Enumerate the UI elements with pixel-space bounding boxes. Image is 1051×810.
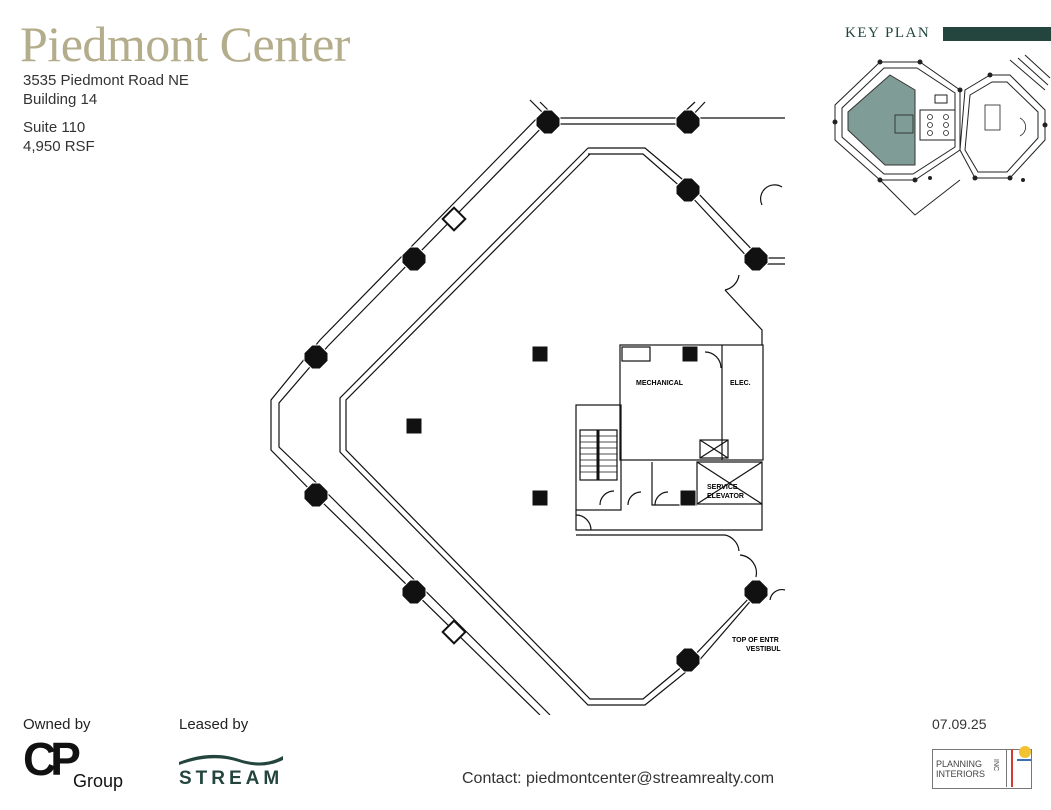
column-hollow xyxy=(441,206,467,232)
plan-date: 07.09.25 xyxy=(932,716,987,732)
column xyxy=(679,489,697,507)
owned-by-label: Owned by xyxy=(23,716,91,733)
column xyxy=(675,109,701,135)
room-label-vestibule-2: VESTIBUL xyxy=(746,646,781,653)
column xyxy=(743,579,769,605)
outer-wall-inner xyxy=(278,115,554,715)
column xyxy=(681,345,699,363)
stream-logo-wave xyxy=(179,754,283,766)
planning-interiors-logo: PLANNING INTERIORS INC xyxy=(932,746,1032,789)
key-plan xyxy=(832,54,1051,216)
structural-columns xyxy=(303,109,769,673)
column xyxy=(535,109,561,135)
floor-plan: MECHANICAL ELEC. SERVICE ELEVATOR TOP OF… xyxy=(270,99,786,715)
suite-block: Suite 110 4,950 RSF xyxy=(23,118,95,156)
owner-logo-mark: CP xyxy=(23,733,81,785)
room-label-mechanical: MECHANICAL xyxy=(636,380,684,387)
key-plan-label: KEY PLAN xyxy=(845,25,931,41)
suite-wall xyxy=(588,147,761,259)
outer-wall xyxy=(270,109,546,715)
column xyxy=(401,246,427,272)
suite-area: 4,950 RSF xyxy=(23,138,95,155)
column xyxy=(401,579,427,605)
room-label-vestibule-1: TOP OF ENTR xyxy=(732,637,779,644)
column xyxy=(743,246,769,272)
core-stair xyxy=(575,404,622,511)
building-line: Building 14 xyxy=(23,91,98,108)
service-elevator xyxy=(696,461,763,505)
core-mechanical xyxy=(619,344,764,461)
key-plan-bar xyxy=(943,27,1051,41)
owner-logo: CP Group xyxy=(23,733,133,793)
column xyxy=(675,647,701,673)
contact-email[interactable]: Contact: piedmontcenter@streamrealty.com xyxy=(462,770,775,787)
planner-logo-graphic xyxy=(1006,746,1031,787)
column xyxy=(531,489,549,507)
column xyxy=(303,482,329,508)
page-title: Piedmont Center xyxy=(20,16,350,72)
column xyxy=(405,417,423,435)
suite-highlight xyxy=(847,74,916,166)
planner-line-1: PLANNING xyxy=(936,759,983,769)
room-label-elec: ELEC. xyxy=(730,380,751,387)
owner-logo-group: Group xyxy=(73,771,124,791)
planner-line-3: INC xyxy=(992,759,999,772)
column xyxy=(675,177,701,203)
planner-line-2: INTERIORS xyxy=(936,769,986,779)
room-label-service: SERVICE xyxy=(707,484,738,491)
address-block: 3535 Piedmont Road NE Building 14 xyxy=(23,71,189,109)
leased-by-label: Leased by xyxy=(179,716,249,733)
address-line: 3535 Piedmont Road NE xyxy=(23,72,189,89)
column-hollow xyxy=(441,619,467,645)
stream-logo-text: STREAM xyxy=(179,768,284,789)
column xyxy=(303,344,329,370)
room-label-elevator: ELEVATOR xyxy=(707,493,744,500)
suite-number: Suite 110 xyxy=(23,119,86,136)
column xyxy=(531,345,549,363)
